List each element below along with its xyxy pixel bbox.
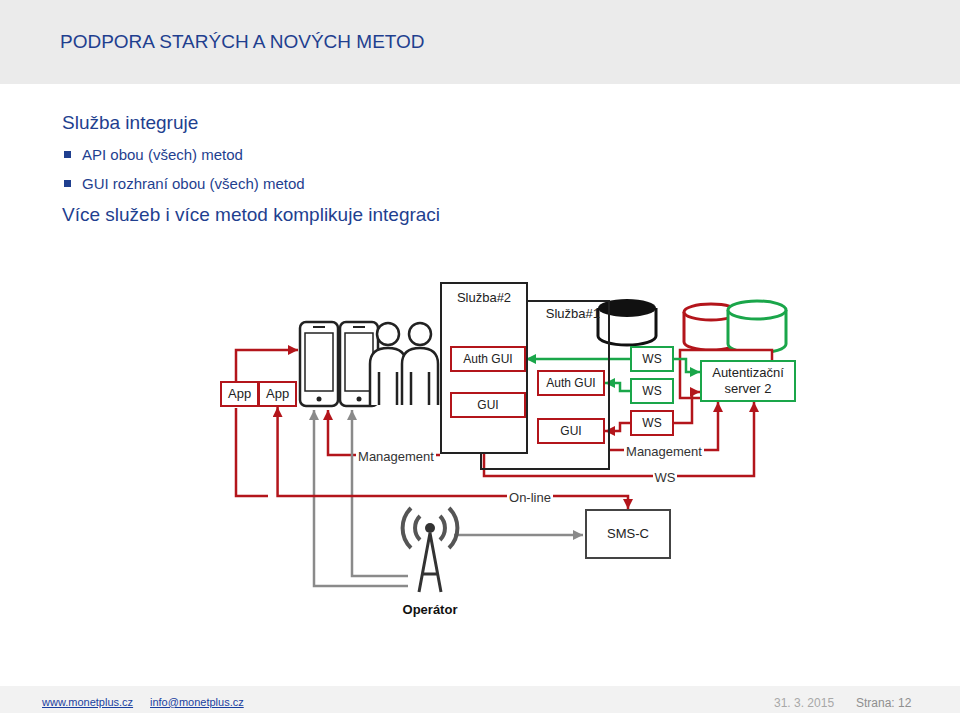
antenna-waves <box>403 508 458 548</box>
gui-box: GUI <box>537 418 605 444</box>
connector <box>674 392 700 423</box>
slide-title: PODPORA STARÝCH A NOVÝCH METOD <box>60 31 425 54</box>
footer-link: www.monetplus.cz <box>42 696 133 709</box>
label-holder: Management <box>356 447 436 465</box>
bullet-text: API obou (všech) metod <box>82 146 243 164</box>
antenna-icon <box>403 508 458 592</box>
page-number: Strana: 12 <box>856 696 911 710</box>
label-holder: GUI rozhraní obou (všech) metod <box>82 175 305 193</box>
app-wire <box>236 350 298 381</box>
label-holder: Strana: 12 <box>856 693 911 711</box>
app-wire <box>236 408 268 496</box>
label-holder: www.monetplus.cz <box>42 692 133 710</box>
node-text: WS <box>634 351 670 367</box>
service-box: Služba#2Auth GUI GUI <box>440 282 528 454</box>
person-head <box>409 323 431 345</box>
phone-screen <box>305 333 333 391</box>
operator-wire <box>314 410 408 586</box>
node-text: App <box>228 386 251 402</box>
edge-label: Management <box>624 444 704 460</box>
connector <box>526 358 630 361</box>
gui-box: Auth GUI <box>537 370 605 396</box>
node-text: Auth GUI <box>454 351 522 367</box>
bullet-square <box>64 180 71 187</box>
node-text: GUI <box>454 397 522 413</box>
antenna-mast <box>419 533 441 592</box>
auth-server-box: Autentizační server 2 <box>700 360 796 402</box>
node-text: Auth GUI <box>541 375 601 391</box>
edge-label-holder: Management <box>624 442 704 460</box>
node-text: App <box>266 386 289 402</box>
label-holder: 31. 3. 2015 <box>774 693 834 711</box>
database-top <box>728 301 786 319</box>
gui-box: Auth GUI <box>450 346 526 372</box>
phone-body <box>300 322 338 406</box>
app-box: App <box>258 381 297 407</box>
footer-date: 31. 3. 2015 <box>774 696 834 710</box>
app-box: App <box>220 381 259 407</box>
ws-box: WS <box>630 346 674 372</box>
bullet-square <box>64 151 71 158</box>
phone-speaker <box>313 326 325 328</box>
connector <box>674 359 700 372</box>
edge-label: On-line <box>507 490 553 506</box>
intro-text: Služba integruje <box>62 112 198 135</box>
label-holder: info@monetplus.cz <box>150 692 244 710</box>
ws-box: WS <box>630 378 674 404</box>
label-holder: Operátor <box>403 600 458 618</box>
footer-link: info@monetplus.cz <box>150 696 244 709</box>
person-figure <box>370 348 406 405</box>
connector <box>610 402 718 450</box>
line-label: Management <box>356 449 436 465</box>
edge-label: WS <box>653 470 678 486</box>
node-text: GUI <box>541 423 601 439</box>
person-head <box>377 323 399 345</box>
node-text: Autentizační server 2 <box>708 365 788 397</box>
gui-box: GUI <box>450 392 526 418</box>
person-figure <box>402 348 438 405</box>
sms-center-box: SMS-C <box>585 509 671 559</box>
label-holder: Více služeb i více metod komplikuje inte… <box>62 204 440 227</box>
phone-button <box>317 397 322 402</box>
label-holder: API obou (všech) metod <box>82 146 243 164</box>
ws-box: WS <box>630 410 674 436</box>
antenna-top <box>425 523 435 533</box>
node-text: WS <box>634 383 670 399</box>
node-text: WS <box>634 415 670 431</box>
edge-label-holder: On-line <box>507 488 553 506</box>
phone-speaker <box>353 326 365 328</box>
bullet-text: GUI rozhraní obou (všech) metod <box>82 175 305 193</box>
title-holder: PODPORA STARÝCH A NOVÝCH METOD <box>60 31 425 54</box>
summary-text: Více služeb i více metod komplikuje inte… <box>62 204 440 227</box>
edge-label-holder: WS <box>653 468 678 486</box>
operator-label: Operátor <box>403 602 458 618</box>
operator-wire <box>352 410 408 576</box>
label-holder: Služba integruje <box>62 112 198 135</box>
phone-button <box>357 397 362 402</box>
node-text: Služba#2 <box>444 290 524 306</box>
node-text: SMS-C <box>607 526 649 542</box>
operator-wire <box>454 534 583 537</box>
